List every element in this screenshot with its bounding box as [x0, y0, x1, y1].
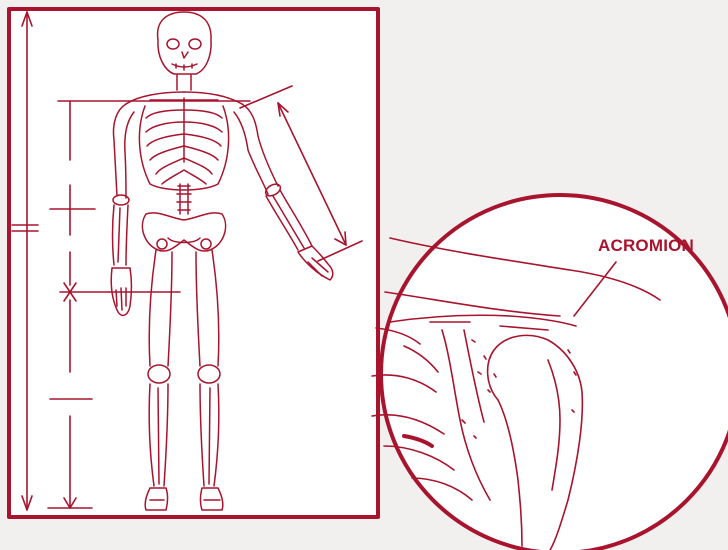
acromion-label: ACROMION	[598, 236, 694, 256]
skeleton-panel	[9, 9, 378, 517]
